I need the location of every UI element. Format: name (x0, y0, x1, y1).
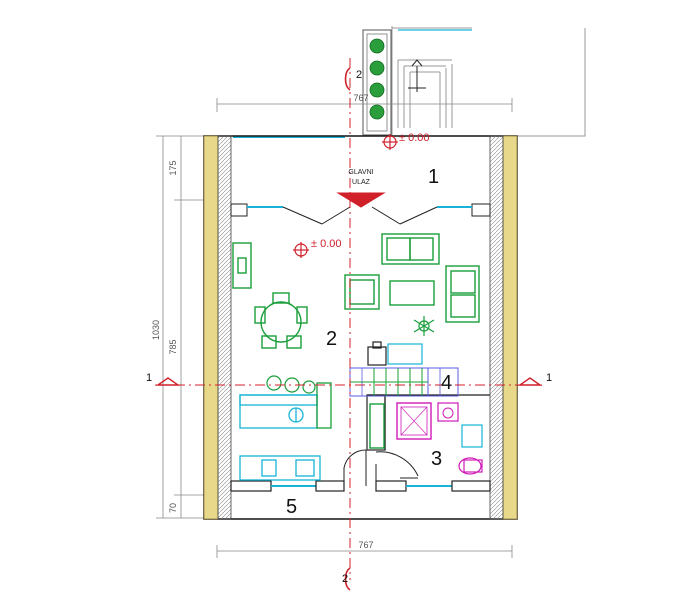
entry-stair-arrow-icon (408, 59, 426, 92)
left-dimension-bottom: 70 (168, 503, 178, 513)
stove-unit (367, 341, 387, 366)
entrance-arrow-icon (336, 192, 386, 208)
sofa-top (381, 233, 440, 265)
right-insulation (489, 135, 504, 520)
top-dimension (216, 98, 513, 112)
entry-partition (230, 203, 491, 225)
exterior-outline (391, 26, 586, 137)
bathroom-door-swing (343, 449, 419, 486)
left-dimension-top: 175 (168, 160, 178, 175)
section-label-top: 2 (356, 69, 362, 81)
section-label-right: 1 (546, 372, 552, 384)
room-number-3: 3 (431, 448, 442, 470)
shower-tray (396, 402, 432, 440)
washbasin (437, 402, 459, 422)
section-marker-top-icon (344, 67, 351, 91)
top-dimension-label: 767 (353, 93, 368, 103)
left-dimension-lines (156, 135, 205, 519)
dining-table (254, 292, 308, 349)
toilet-tank (463, 459, 483, 473)
room-number-5: 5 (286, 496, 297, 518)
room-number-2: 2 (326, 328, 337, 350)
kitchen-column (316, 382, 332, 429)
room-number-1: 1 (428, 166, 439, 188)
toilet-bowl (458, 457, 482, 475)
washbasin-bowl (442, 407, 454, 419)
level-mark-inside: ± 0.00 (311, 238, 342, 250)
level-mark-outside-icon (382, 134, 398, 150)
bottom-wall (230, 480, 491, 492)
room-number-4: 4 (441, 372, 452, 394)
section-label-bottom: 2 (342, 573, 348, 585)
plant-icon (413, 316, 435, 336)
entrance-label-line2: ULAZ (352, 179, 371, 186)
level-mark-outside: ± 0.00 (399, 132, 430, 144)
section-marker-left-icon (155, 377, 181, 386)
planter-plants (369, 38, 385, 120)
shower-diag-b (400, 406, 428, 436)
bath-cabinet (369, 403, 385, 449)
stair-landing-window (387, 343, 423, 365)
planter-inner (366, 33, 388, 132)
coffee-table (389, 280, 435, 306)
entrance-label-line1: GLAVNI (348, 169, 373, 176)
planter-box (362, 29, 392, 136)
bottom-dimension-label: 767 (358, 540, 373, 550)
kitchen-counter (239, 455, 321, 481)
section-marker-bottom-icon (344, 567, 351, 591)
sofa-right (445, 265, 480, 323)
right-timber-wall (502, 135, 518, 520)
section-marker-right-icon (517, 377, 543, 386)
tv-cabinet (232, 242, 252, 289)
section-label-left: 1 (146, 372, 152, 384)
left-timber-wall (203, 135, 219, 520)
level-mark-inside-icon (293, 242, 309, 258)
left-insulation (217, 135, 232, 520)
left-dimension-middle: 785 (168, 339, 178, 354)
shower-tray-inner (400, 406, 428, 436)
left-dimension-total: 1030 (151, 320, 161, 340)
bottom-dimension (216, 545, 513, 558)
kitchen-island (239, 394, 318, 429)
bath-window-unit (461, 424, 483, 448)
